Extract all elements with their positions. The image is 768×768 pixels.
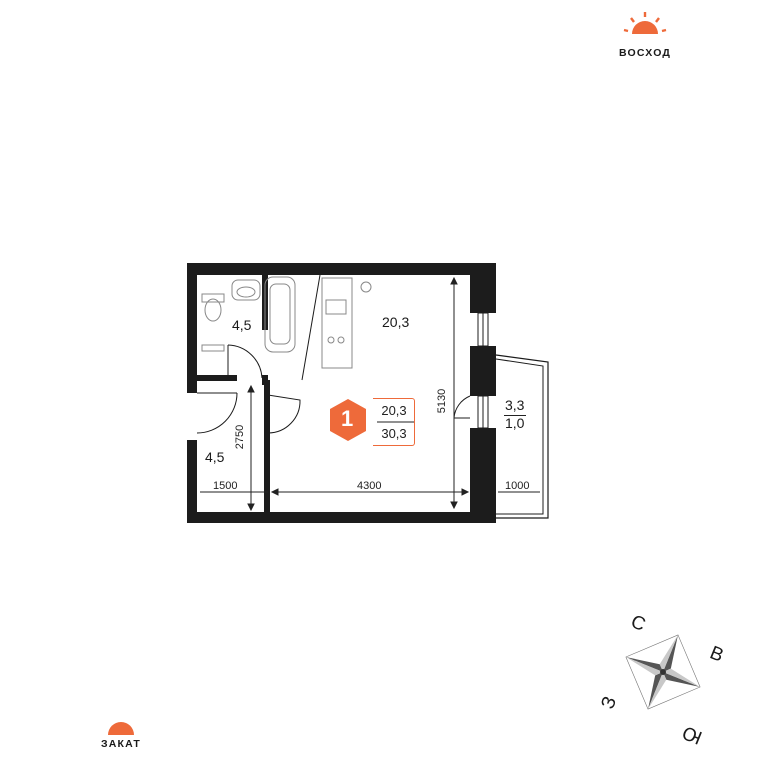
dimension-lines xyxy=(200,276,540,512)
balcony-fraction-line xyxy=(504,415,526,416)
sunrise-label: ВОСХОД xyxy=(619,47,672,59)
dimension-4300: 4300 xyxy=(357,480,382,492)
sunrise-icon xyxy=(623,12,667,34)
dimension-2750: 2750 xyxy=(234,424,247,450)
balcony-area: 3,3 xyxy=(505,397,525,413)
rooms-count: 1 xyxy=(341,406,354,431)
bathroom-fixtures xyxy=(201,276,296,353)
kitchen xyxy=(301,274,372,381)
dimension-5130: 5130 xyxy=(436,388,449,414)
rooms-badge-icon xyxy=(330,399,366,441)
hall-area: 4,5 xyxy=(205,449,225,465)
compass-rose-icon xyxy=(625,634,701,710)
walls xyxy=(187,263,496,523)
doors xyxy=(196,344,471,434)
windows xyxy=(477,312,489,429)
dimension-1000: 1000 xyxy=(505,480,530,492)
balcony-coefficient: 1,0 xyxy=(505,415,525,431)
bathroom-area: 4,5 xyxy=(232,317,252,333)
dimension-1500: 1500 xyxy=(213,480,238,492)
sunset-icon xyxy=(108,722,134,735)
badge-living-area: 20,3 xyxy=(381,403,407,418)
balcony xyxy=(495,354,549,519)
sunset-label: ЗАКАТ xyxy=(101,738,142,750)
area-summary-box: 20,3 30,3 xyxy=(373,398,415,446)
badge-total-area: 30,3 xyxy=(381,426,407,441)
living-area: 20,3 xyxy=(382,314,410,330)
